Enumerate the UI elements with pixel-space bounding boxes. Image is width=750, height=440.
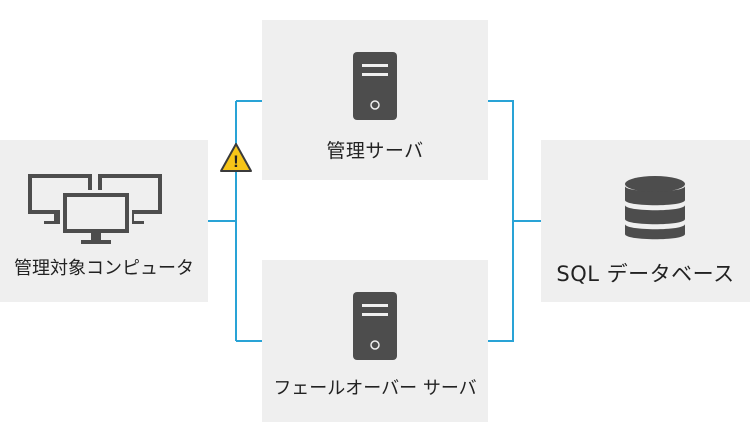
management-server-label: 管理サーバ (326, 140, 424, 162)
database-icon (625, 176, 685, 240)
sql-database-label: SQL データベース (556, 262, 735, 286)
management-server-node: 管理サーバ (262, 20, 488, 180)
failover-server-node: フェールオーバー サーバ (262, 260, 488, 422)
connector-managed-to-servers (208, 100, 262, 342)
server-icon (353, 52, 397, 120)
failover-server-label: フェールオーバー サーバ (273, 378, 477, 399)
sql-database-node: SQL データベース (541, 140, 750, 302)
warning-symbol: ! (233, 152, 239, 171)
connector-servers-to-sql (488, 100, 541, 342)
warning-icon: ! (220, 143, 252, 172)
managed-computers-node: 管理対象コンピュータ (0, 140, 208, 302)
server-icon (353, 292, 397, 360)
monitors-icon (28, 174, 162, 244)
managed-computers-label: 管理対象コンピュータ (14, 258, 194, 279)
